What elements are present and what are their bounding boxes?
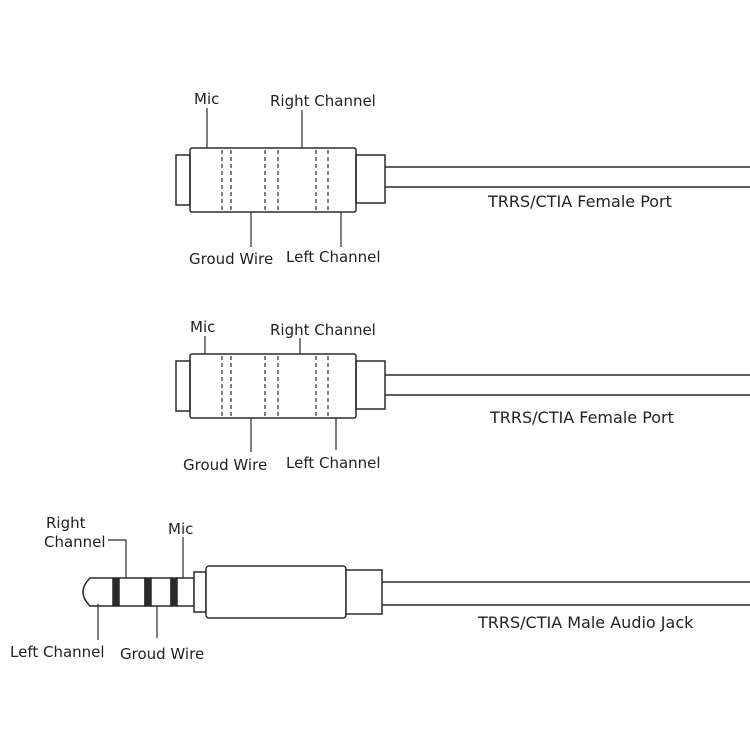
jack-ring-2 xyxy=(150,577,172,607)
jack-insulator-2 xyxy=(144,577,152,607)
jack-ring-1 xyxy=(118,577,146,607)
port-1-body xyxy=(189,147,357,213)
jack-right-channel-label-line2: Channel xyxy=(44,533,106,551)
port-1-ground-wire-label: Groud Wire xyxy=(189,250,273,268)
port-2-mic-label: Mic xyxy=(190,318,215,336)
jack-right-leader xyxy=(108,539,127,578)
port-2-ground-wire-label: Groud Wire xyxy=(183,456,267,474)
port-2-contact-lines xyxy=(221,356,329,416)
jack-left-channel-label: Left Channel xyxy=(10,643,105,661)
port-1-right-channel-label: Right Channel xyxy=(270,92,376,110)
jack-strain-relief xyxy=(345,569,383,615)
port-1-end-cap xyxy=(175,154,191,206)
port-1-left-channel-label: Left Channel xyxy=(286,248,381,266)
port-1-contact-lines xyxy=(221,150,329,210)
female-port-1 xyxy=(175,108,750,247)
jack-leaders xyxy=(97,537,184,640)
port-2-end-cap xyxy=(175,360,191,412)
jack-collar xyxy=(193,571,207,613)
jack-insulator-3 xyxy=(170,577,178,607)
port-2-connector xyxy=(355,360,386,410)
jack-caption: TRRS/CTIA Male Audio Jack xyxy=(477,613,694,632)
port-1-caption: TRRS/CTIA Female Port xyxy=(487,192,672,211)
jack-insulator-1 xyxy=(112,577,120,607)
jack-ground-wire-label: Groud Wire xyxy=(120,645,204,663)
port-2-body xyxy=(189,353,357,419)
jack-sleeve xyxy=(176,577,195,607)
port-1-mic-label: Mic xyxy=(194,90,219,108)
port-2-right-channel-label: Right Channel xyxy=(270,321,376,339)
jack-right-channel-label-line1: Right xyxy=(46,514,86,532)
jack-mic-label: Mic xyxy=(168,520,193,538)
port-2-left-channel-label: Left Channel xyxy=(286,454,381,472)
jack-housing xyxy=(205,565,347,619)
port-1-connector xyxy=(355,154,386,204)
jack-tip xyxy=(82,577,113,607)
female-port-2 xyxy=(175,336,750,452)
male-jack xyxy=(82,565,750,619)
port-2-caption: TRRS/CTIA Female Port xyxy=(489,408,674,427)
